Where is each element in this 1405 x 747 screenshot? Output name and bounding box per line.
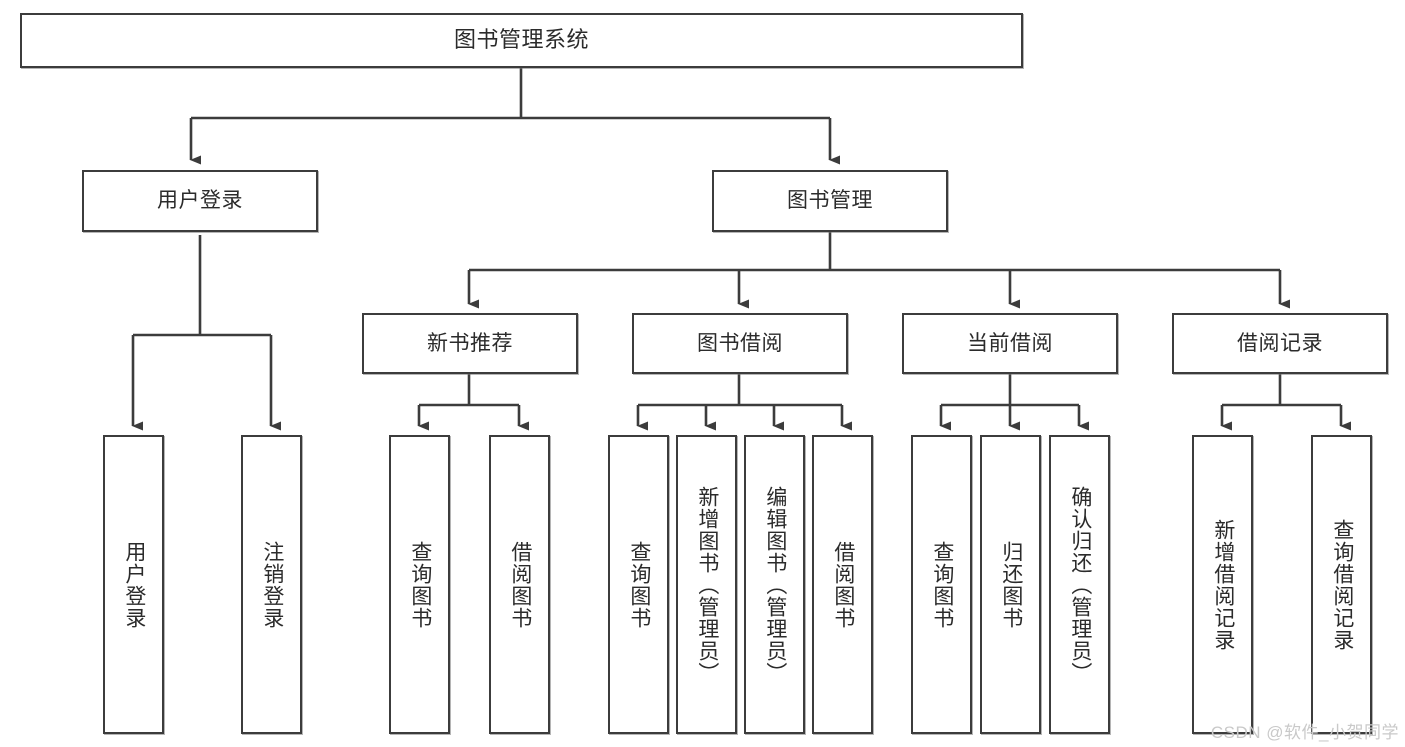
node-borrow-record[interactable]: 借阅记录 — [1172, 313, 1388, 374]
leaf-current-borrow-confirm-return-admin[interactable]: 确认归还（管理员） — [1049, 435, 1110, 734]
node-label: 查询借阅记录 — [1330, 518, 1354, 651]
node-label: 用户登录 — [122, 540, 146, 629]
leaf-borrow-record-query-record[interactable]: 查询借阅记录 — [1311, 435, 1372, 734]
node-label: 图书管理 — [787, 189, 873, 213]
leaf-user-login-login[interactable]: 用户登录 — [103, 435, 164, 734]
node-new-book-recommend[interactable]: 新书推荐 — [362, 313, 578, 374]
node-root-book-management-system[interactable]: 图书管理系统 — [20, 13, 1023, 68]
leaf-borrow-record-add-record[interactable]: 新增借阅记录 — [1192, 435, 1253, 734]
leaf-book-borrow-edit-book-admin[interactable]: 编辑图书（管理员） — [744, 435, 805, 734]
node-label: 图书管理系统 — [453, 27, 589, 53]
node-label: 图书借阅 — [697, 331, 783, 355]
node-label: 新增图书（管理员） — [695, 485, 719, 684]
node-label: 借阅记录 — [1237, 331, 1323, 355]
node-label: 新增借阅记录 — [1211, 518, 1235, 651]
node-book-management[interactable]: 图书管理 — [712, 170, 948, 232]
node-label: 编辑图书（管理员） — [763, 485, 787, 684]
leaf-new-book-query-book[interactable]: 查询图书 — [389, 435, 450, 734]
node-label: 查询图书 — [930, 540, 954, 629]
node-label: 借阅图书 — [508, 540, 532, 629]
leaf-user-login-logout[interactable]: 注销登录 — [241, 435, 302, 734]
node-label: 注销登录 — [260, 540, 284, 629]
leaf-new-book-borrow-book[interactable]: 借阅图书 — [489, 435, 550, 734]
csdn-watermark: CSDN @软件_小贺同学 — [1210, 723, 1399, 742]
node-label: 新书推荐 — [427, 331, 513, 355]
leaf-book-borrow-add-book-admin[interactable]: 新增图书（管理员） — [676, 435, 737, 734]
node-label: 确认归还（管理员） — [1068, 485, 1092, 684]
node-book-borrow[interactable]: 图书借阅 — [632, 313, 848, 374]
node-current-borrow[interactable]: 当前借阅 — [902, 313, 1118, 374]
leaf-current-borrow-query-book[interactable]: 查询图书 — [911, 435, 972, 734]
node-label: 借阅图书 — [831, 540, 855, 629]
node-label: 归还图书 — [999, 540, 1023, 629]
node-label: 当前借阅 — [967, 331, 1053, 355]
leaf-book-borrow-borrow-book[interactable]: 借阅图书 — [812, 435, 873, 734]
node-user-login[interactable]: 用户登录 — [82, 170, 318, 232]
node-label: 用户登录 — [157, 189, 243, 213]
leaf-book-borrow-query-book[interactable]: 查询图书 — [608, 435, 669, 734]
leaf-current-borrow-return-book[interactable]: 归还图书 — [980, 435, 1041, 734]
node-label: 查询图书 — [627, 540, 651, 629]
node-label: 查询图书 — [408, 540, 432, 629]
